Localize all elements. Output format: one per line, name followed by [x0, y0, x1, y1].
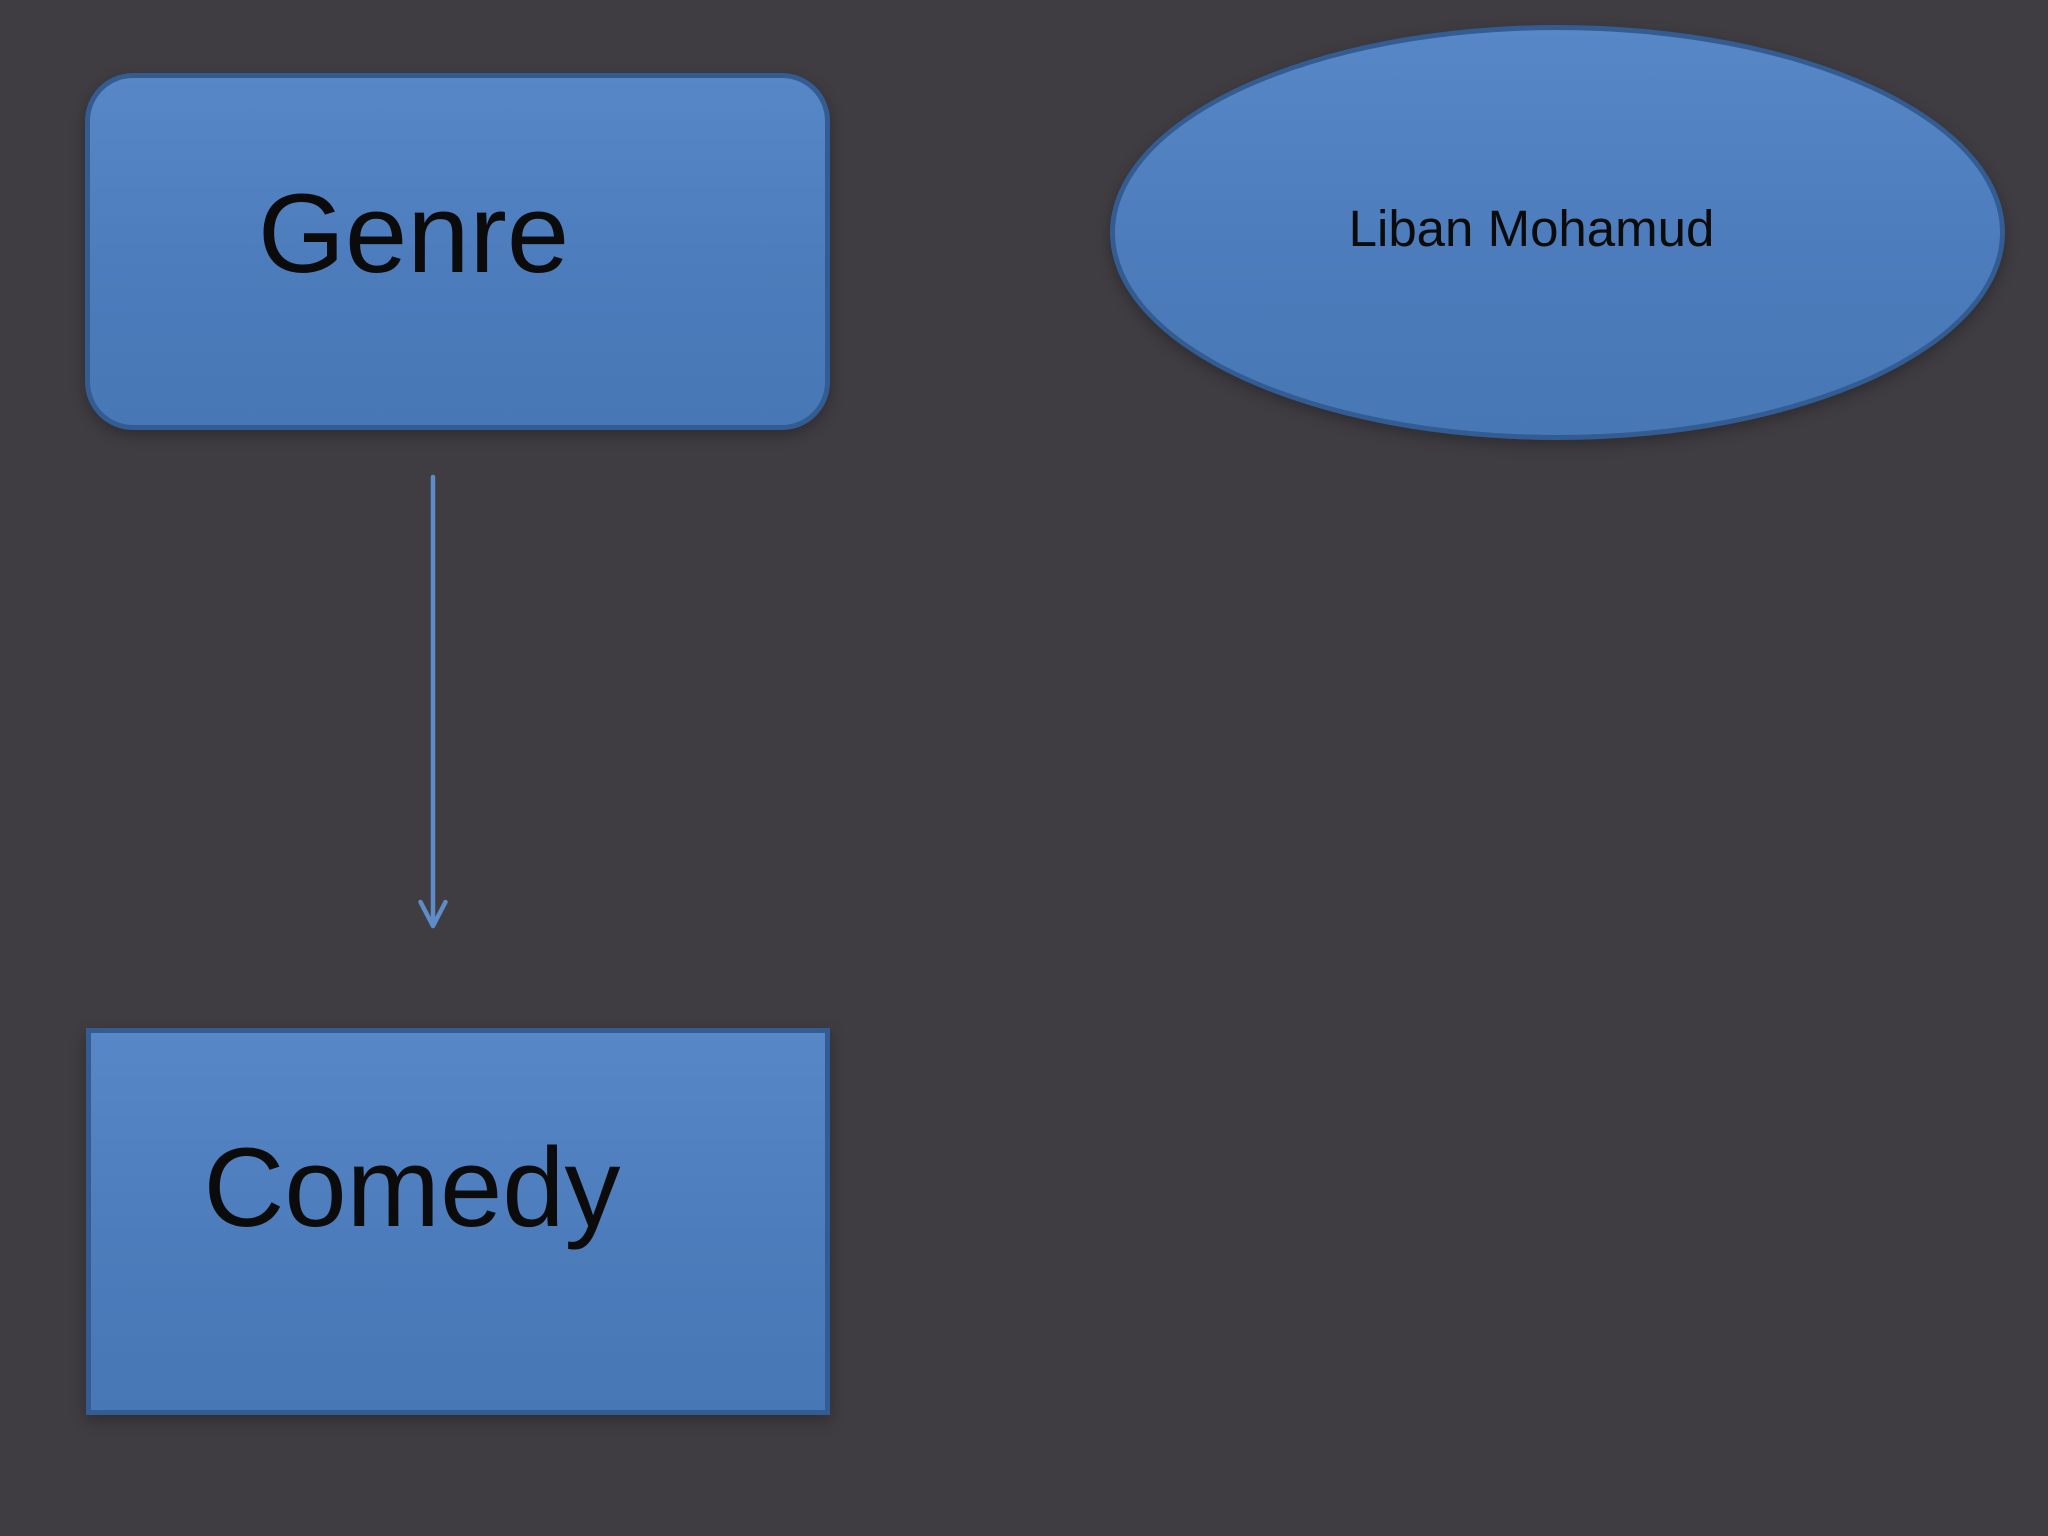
genre-shape[interactable]: Genre	[85, 73, 830, 430]
author-ellipse-label: Liban Mohamud	[1348, 200, 1715, 257]
genre-shape-label: Genre	[257, 170, 570, 296]
comedy-shape[interactable]: Comedy	[86, 1028, 830, 1415]
comedy-shape-label: Comedy	[203, 1124, 621, 1250]
genre-to-comedy-arrow[interactable]	[418, 474, 448, 929]
author-ellipse-shape[interactable]: Liban Mohamud	[1110, 25, 2005, 440]
